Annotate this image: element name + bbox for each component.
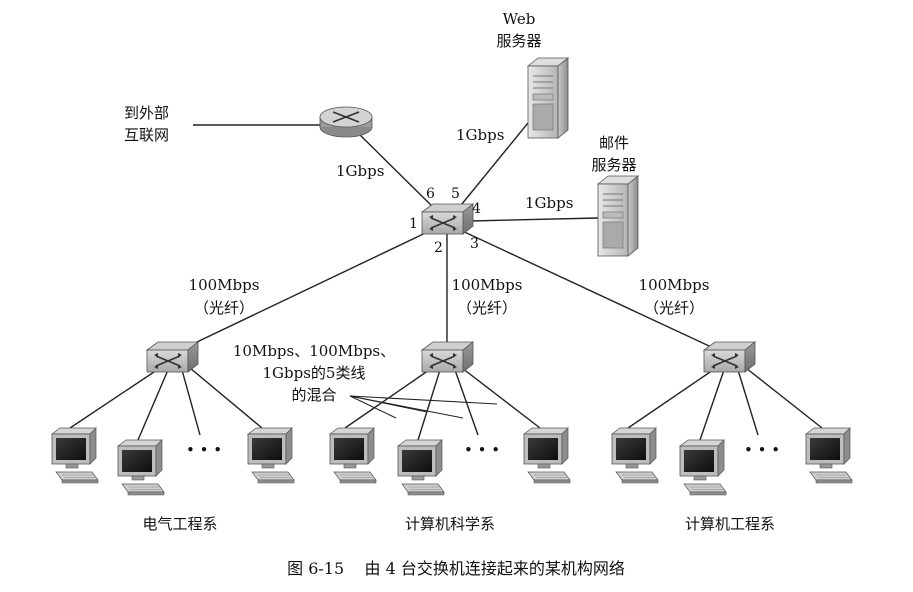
dept1-link-speed: 100Mbps [189, 276, 260, 294]
cable-note-pointers [349, 395, 498, 419]
port-3: 3 [470, 236, 479, 252]
core-switch-icon [421, 203, 474, 235]
dept2-ellipsis: • • • [464, 441, 500, 459]
port-6: 6 [426, 186, 435, 202]
pc-icon [329, 427, 377, 484]
dept2-link-medium: （光纤） [457, 299, 517, 317]
dept2-name: 计算机科学系 [405, 515, 495, 533]
external-label-line1: 到外部 [124, 104, 169, 122]
pc-icon [247, 427, 295, 484]
pc-icon [51, 427, 99, 484]
port-4: 4 [472, 201, 481, 217]
mail-server-label-line2: 服务器 [591, 156, 636, 174]
pc-icon [523, 427, 571, 484]
dept3-link-medium: （光纤） [644, 299, 704, 317]
pc-icon [805, 427, 853, 484]
port-1: 1 [409, 216, 418, 232]
router-link-speed: 1Gbps [336, 162, 384, 180]
web-server-label-line2: 服务器 [496, 32, 541, 50]
figure-caption: 图 6-15 由 4 台交换机连接起来的某机构网络 [287, 559, 625, 578]
pc-icon [611, 427, 659, 484]
web-server-label-line1: Web [503, 10, 536, 28]
external-label-line2: 互联网 [124, 126, 169, 144]
dept2-switch-icon [421, 341, 474, 373]
web-server-icon [527, 57, 569, 139]
dept1-name: 电气工程系 [142, 515, 217, 533]
pc-icon [397, 439, 445, 496]
dept3-name: 计算机工程系 [685, 515, 775, 533]
mail-server-icon [597, 175, 639, 257]
dept3-link-speed: 100Mbps [639, 276, 710, 294]
dept1-ellipsis: • • • [186, 441, 222, 459]
router-icon [319, 106, 373, 138]
web-link-speed: 1Gbps [456, 126, 504, 144]
dept1-switch-icon [146, 341, 199, 373]
cable-note-line2: 1Gbps的5类线 [263, 364, 366, 382]
link-core-dept3 [457, 228, 723, 353]
dept3-switch-icon [703, 341, 756, 373]
link-core-dept1 [175, 226, 439, 353]
dept3-ellipsis: • • • [744, 441, 780, 459]
mail-link-speed: 1Gbps [525, 194, 573, 212]
port-5: 5 [451, 186, 460, 202]
dept2-link-speed: 100Mbps [452, 276, 523, 294]
port-2: 2 [434, 240, 443, 256]
pc-icon [117, 439, 165, 496]
link-mail-core [469, 217, 599, 222]
link-router-core [357, 132, 439, 213]
link-web-core [456, 122, 529, 211]
mail-server-label-line1: 邮件 [599, 134, 629, 152]
pc-icon [679, 439, 727, 496]
cable-note-line3: 的混合 [291, 386, 336, 404]
cable-note-line1: 10Mbps、100Mbps、 [233, 342, 395, 360]
dept1-link-medium: （光纤） [194, 299, 254, 317]
